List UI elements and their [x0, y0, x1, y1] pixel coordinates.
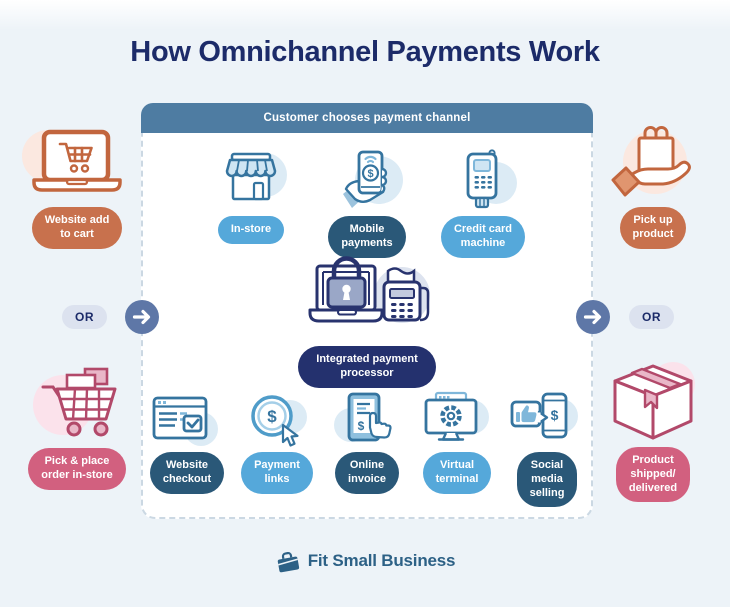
laptop-cart-icon — [20, 128, 134, 204]
page-title: How Omnichannel Payments Work — [130, 36, 600, 68]
brand-name: Fit Small Business — [307, 551, 456, 570]
label-pick-place-order: Pick & place order in-store — [28, 448, 126, 490]
or-pill-left: OR — [62, 305, 107, 329]
monitor-gear-icon — [414, 387, 500, 449]
svg-text:$: $ — [551, 407, 559, 423]
left-flow-top: Website add to cart — [17, 128, 137, 249]
arrow-right-icon — [125, 300, 159, 334]
storefront-icon — [199, 147, 303, 213]
label-pick-up-product: Pick up product — [619, 207, 687, 249]
label-website-add-to-cart: Website add to cart — [31, 207, 123, 249]
thumbsup-phone-icon: $ — [504, 387, 590, 449]
payment-channel-panel: Customer chooses payment channel In-stor… — [141, 103, 593, 519]
or-pill-right: OR — [629, 305, 674, 329]
secure-laptop-printer-icon — [302, 251, 432, 343]
channel-virtual-terminal: Virtual terminal — [413, 387, 501, 507]
channel-credit-card-machine: Credit card machine — [428, 147, 538, 258]
hand-bag-icon — [601, 120, 705, 204]
shopping-cart-icon — [25, 363, 129, 445]
top-fade — [0, 0, 730, 30]
channel-label-payment-links: Payment links — [241, 452, 313, 494]
arrow-right-icon — [576, 300, 610, 334]
briefcase-icon — [275, 549, 301, 573]
channel-website-checkout: Website checkout — [143, 387, 231, 507]
channel-label-virtual-terminal: Virtual terminal — [422, 452, 492, 494]
coin-cursor-icon: $ — [234, 387, 320, 449]
right-flow-top: Pick up product — [593, 120, 713, 249]
browser-checkbox-icon — [144, 387, 230, 449]
right-flow-bottom: Product shipped/ delivered — [593, 360, 713, 503]
invoice-tablet-icon: $ — [324, 387, 410, 449]
svg-text:$: $ — [358, 419, 365, 433]
channel-payment-links: $ Payment links — [233, 387, 321, 507]
channel-label-credit-card-machine: Credit card machine — [440, 216, 526, 258]
channel-bottom-row: Website checkout $ Payment links — [143, 387, 591, 508]
panel-header: Customer chooses payment channel — [141, 103, 593, 133]
label-product-shipped: Product shipped/ delivered — [615, 447, 691, 503]
processor-block: Integrated payment processor — [143, 251, 591, 388]
processor-label: Integrated payment processor — [298, 346, 436, 388]
footer-brand: Fit Small Business — [0, 549, 730, 573]
channel-label-website-checkout: Website checkout — [149, 452, 225, 494]
channel-in-store: In-store — [196, 147, 306, 258]
channel-label-mobile-payments: Mobile payments — [328, 216, 406, 258]
svg-text:$: $ — [267, 407, 277, 426]
channel-online-invoice: $ Online invoice — [323, 387, 411, 507]
left-flow-bottom: Pick & place order in-store — [17, 363, 137, 490]
svg-text:$: $ — [367, 168, 373, 180]
channel-label-social-media-selling: Social media selling — [516, 452, 578, 508]
channel-label-in-store: In-store — [217, 216, 285, 244]
channel-label-online-invoice: Online invoice — [335, 452, 399, 494]
channel-mobile-payments: $ Mobile payments — [312, 147, 422, 258]
mobile-payment-icon: $ — [315, 147, 419, 213]
shipping-box-icon — [605, 360, 701, 444]
channel-social-media-selling: $ Social media selling — [503, 387, 591, 508]
card-terminal-icon — [431, 147, 535, 213]
channel-top-row: In-store $ Mobile pay — [143, 147, 591, 258]
